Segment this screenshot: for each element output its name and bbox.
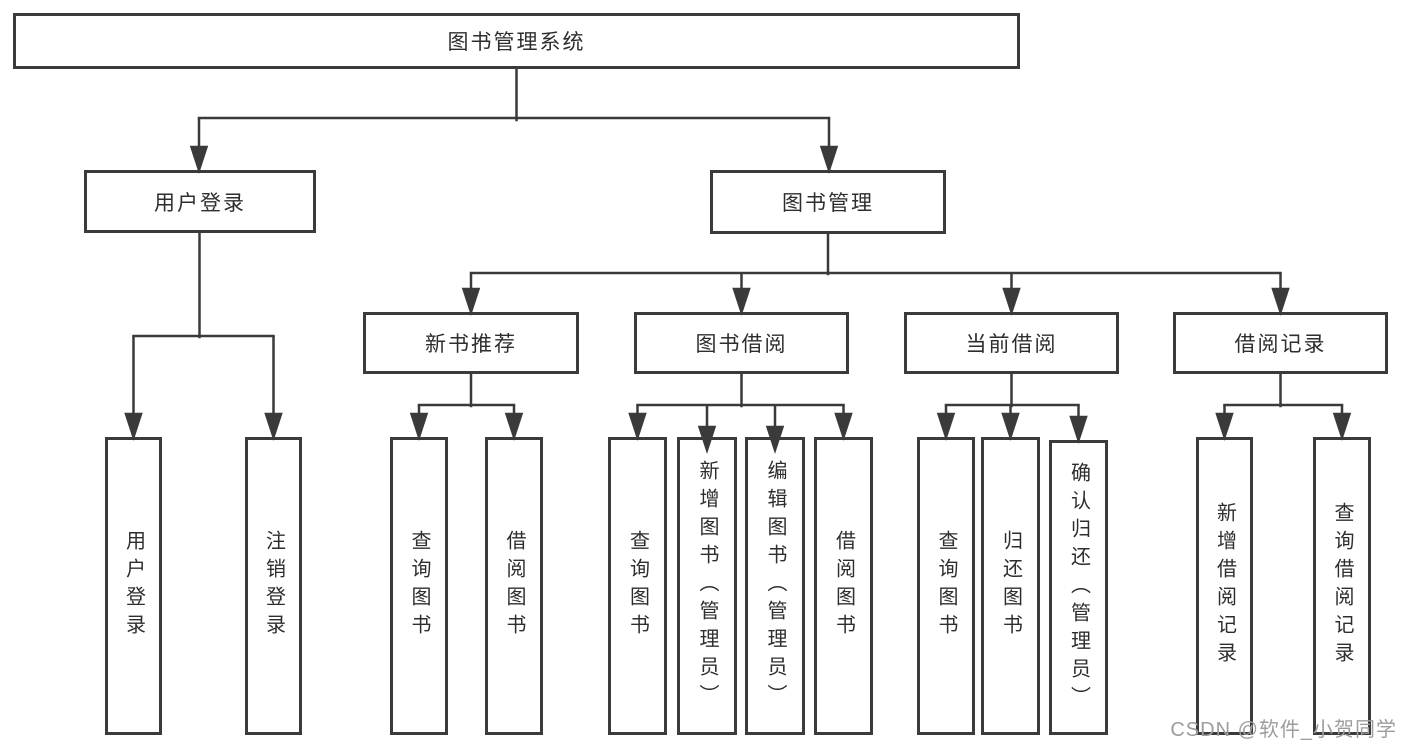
node-label: 图书管理 <box>782 192 874 215</box>
leaf-label: 查询图书 <box>935 530 957 642</box>
leaf-label: 新增图书（管理员） <box>696 460 718 712</box>
leaf-query-books-current: 查询图书 <box>917 437 975 735</box>
node-user-login: 用户登录 <box>84 170 316 233</box>
leaf-return-books: 归还图书 <box>981 437 1040 735</box>
leaf-label: 查询图书 <box>626 530 649 642</box>
leaf-label: 查询图书 <box>408 530 430 642</box>
node-label: 用户登录 <box>154 191 246 215</box>
leaf-query-borrow-record: 查询借阅记录 <box>1313 437 1371 735</box>
leaf-user-login: 用户登录 <box>105 437 162 735</box>
leaf-label: 新增借阅记录 <box>1213 502 1236 670</box>
leaf-borrow-books-recommend: 借阅图书 <box>485 437 543 735</box>
node-book-management: 图书管理 <box>710 170 946 234</box>
node-new-book-recommend: 新书推荐 <box>363 312 579 374</box>
node-label: 新书推荐 <box>425 333 517 356</box>
leaf-confirm-return-admin: 确认归还（管理员） <box>1049 440 1108 735</box>
leaf-add-books-admin: 新增图书（管理员） <box>677 437 737 735</box>
leaf-label: 查询借阅记录 <box>1331 502 1353 670</box>
node-label: 图书借阅 <box>695 333 788 356</box>
leaf-query-books-recommend: 查询图书 <box>390 437 448 735</box>
watermark: CSDN @软件_小贺同学 <box>1170 719 1397 741</box>
node-label: 当前借阅 <box>965 333 1058 356</box>
leaf-label: 借阅图书 <box>832 530 855 642</box>
node-current-borrow: 当前借阅 <box>904 312 1119 374</box>
leaf-label: 注销登录 <box>262 530 285 642</box>
leaf-query-books-borrow: 查询图书 <box>608 437 667 735</box>
leaf-label: 确认归还（管理员） <box>1067 461 1090 714</box>
node-borrow-records: 借阅记录 <box>1173 312 1388 374</box>
leaf-label: 借阅图书 <box>503 530 525 642</box>
node-library-system: 图书管理系统 <box>13 13 1020 69</box>
leaf-label: 归还图书 <box>999 530 1022 642</box>
leaf-add-borrow-record: 新增借阅记录 <box>1196 437 1253 735</box>
leaf-logout: 注销登录 <box>245 437 302 735</box>
leaf-label: 编辑图书（管理员） <box>764 460 786 712</box>
node-book-borrow: 图书借阅 <box>634 312 849 374</box>
leaf-label: 用户登录 <box>122 530 145 642</box>
leaf-edit-books-admin: 编辑图书（管理员） <box>745 437 805 735</box>
node-label: 图书管理系统 <box>447 31 586 54</box>
leaf-borrow-books: 借阅图书 <box>814 437 873 735</box>
node-label: 借阅记录 <box>1234 333 1327 356</box>
